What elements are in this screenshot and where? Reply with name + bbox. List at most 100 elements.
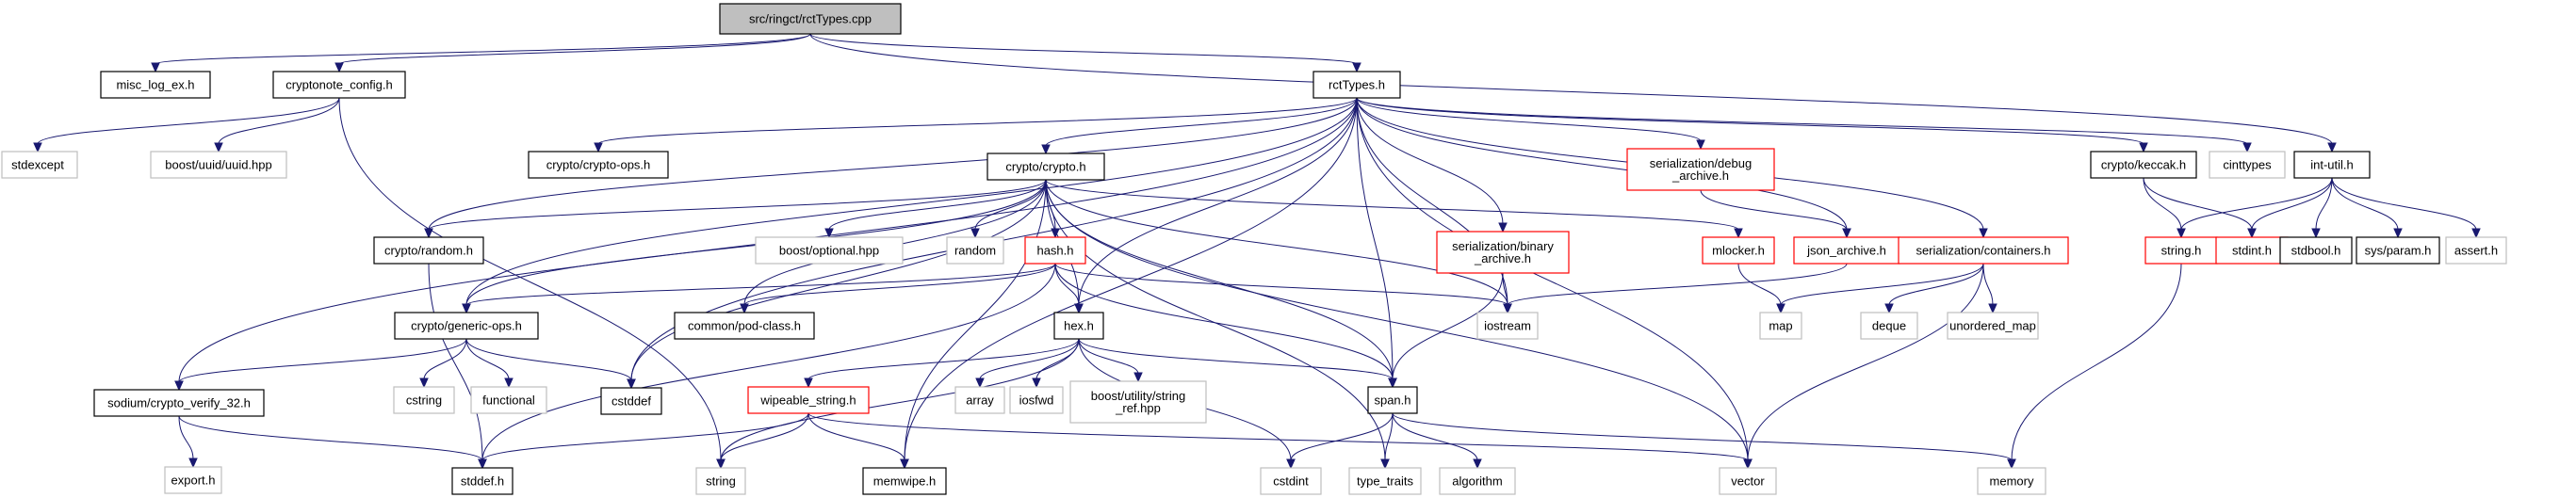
node-stddef[interactable]: stddef.h (451, 467, 514, 495)
arrowhead (2177, 228, 2186, 239)
node-box (674, 312, 815, 340)
node-cstddef[interactable]: cstddef (600, 387, 662, 415)
node-hash[interactable]: hash.h (1024, 236, 1086, 265)
node-ser_binary[interactable]: serialization/binary_archive.h (1436, 231, 1570, 274)
edge-line (2315, 177, 2333, 231)
node-label: cstring (406, 394, 442, 408)
node-box (1348, 467, 1422, 495)
edge-line (465, 97, 1358, 306)
node-box (1476, 312, 1539, 340)
arrowhead (1074, 303, 1084, 314)
edge-line (1078, 338, 1394, 380)
node-deque: deque (1860, 312, 1918, 340)
arrowhead (1051, 228, 1060, 239)
edge-hex-to-string_ref (1078, 338, 1143, 383)
edge-rctTypes-to-generic_ops (462, 97, 1358, 314)
edge-string_h-to-memory (2007, 263, 2182, 470)
node-box (1702, 236, 1775, 265)
node-box (1977, 467, 2046, 495)
node-functional: functional (470, 386, 547, 414)
node-box (2279, 236, 2353, 265)
node-box (2356, 236, 2440, 265)
node-string_h[interactable]: string.h (2144, 236, 2218, 265)
node-random[interactable]: crypto/random.h (373, 236, 484, 265)
node-int_util[interactable]: int-util.h (2293, 151, 2371, 179)
arrowhead (478, 458, 487, 470)
node-label: serialization/debug (1650, 156, 1752, 170)
edge-line (807, 412, 1749, 461)
node-stdexcept: stdexcept (1, 151, 78, 179)
node-root[interactable]: src/ringct/rctTypes.cpp (719, 3, 902, 35)
edge-line (2251, 177, 2333, 231)
node-rctTypes[interactable]: rctTypes.h (1312, 71, 1401, 99)
edge-line (465, 338, 510, 380)
node-box (946, 236, 1004, 265)
edge-line (1700, 189, 1848, 231)
edge-wipeable-to-stddef (478, 412, 809, 470)
node-label: assert.h (2454, 244, 2498, 258)
arrowhead (1380, 458, 1390, 470)
node-json_archive[interactable]: json_archive.h (1793, 236, 1900, 265)
edge-line (1507, 263, 1848, 306)
node-box (1312, 71, 1401, 99)
node-cn_config[interactable]: cryptonote_config.h (272, 71, 406, 99)
node-hex[interactable]: hex.h (1053, 312, 1104, 340)
node-misc_log[interactable]: misc_log_ex.h (100, 71, 211, 99)
edge-line (338, 97, 722, 461)
edge-line (1356, 97, 1504, 225)
node-box (719, 3, 902, 35)
node-label: crypto/random.h (384, 244, 473, 258)
node-crypto[interactable]: crypto/crypto.h (986, 153, 1105, 181)
node-memory: memory (1977, 467, 2046, 495)
node-ser_debug[interactable]: serialization/debug_archive.h (1626, 148, 1775, 191)
node-wipeable[interactable]: wipeable_string.h (747, 386, 870, 414)
node-mlocker[interactable]: mlocker.h (1702, 236, 1775, 265)
node-label: stdbool.h (2291, 244, 2341, 258)
edge-line (1045, 179, 1394, 380)
node-box (150, 151, 287, 179)
arrowhead (900, 458, 909, 470)
edge-wipeable-to-vector (807, 412, 1753, 470)
node-memwipe[interactable]: memwipe.h (862, 467, 947, 495)
edge-line (1888, 263, 1984, 306)
node-box (1793, 236, 1900, 265)
node-box (1947, 312, 2039, 340)
edge-layer (33, 33, 2481, 470)
node-box (2445, 236, 2507, 265)
edge-line (155, 33, 811, 65)
arrowhead (2471, 228, 2481, 239)
node-label: stddef.h (461, 474, 504, 489)
edge-ser_containers-to-vector (1743, 263, 1984, 470)
node-span[interactable]: span.h (1367, 386, 1418, 414)
node-map: map (1759, 312, 1802, 340)
node-unordered_map: unordered_map (1947, 312, 2039, 340)
node-sodium[interactable]: sodium/crypto_verify_32.h (93, 389, 265, 417)
node-crypto_ops[interactable]: crypto/crypto-ops.h (528, 151, 669, 179)
edge-hash-to-generic_ops (462, 263, 1056, 314)
node-keccak[interactable]: crypto/keccak.h (2090, 151, 2197, 179)
node-box (2209, 151, 2286, 179)
arrowhead (970, 228, 980, 239)
arrowhead (1979, 228, 1988, 239)
arrowhead (462, 303, 471, 314)
node-label: iosfwd (1019, 394, 1054, 408)
edge-sodium-to-stddef (178, 415, 487, 470)
node-stdbool[interactable]: stdbool.h (2279, 236, 2353, 265)
node-stdint[interactable]: stdint.h (2215, 236, 2289, 265)
node-ser_containers[interactable]: serialization/containers.h (1898, 236, 2069, 265)
node-generic_ops[interactable]: crypto/generic-ops.h (394, 312, 539, 340)
node-pod_class[interactable]: common/pod-class.h (674, 312, 815, 340)
edge-line (2331, 177, 2399, 231)
edge-wipeable-to-memwipe (807, 412, 909, 470)
arrowhead (1473, 458, 1482, 470)
edge-line (1737, 263, 1782, 306)
edge-rctTypes-to-cinttypes (1356, 97, 2252, 153)
arrowhead (2007, 458, 2016, 470)
node-label: string.h (2161, 244, 2202, 258)
edge-generic_ops-to-functional (465, 338, 514, 389)
node-label: crypto/generic-ops.h (411, 319, 522, 333)
node-label: serialization/containers.h (1916, 244, 2050, 258)
node-box (164, 466, 222, 494)
node-sysparam[interactable]: sys/param.h (2356, 236, 2440, 265)
node-label: span.h (1374, 394, 1410, 408)
